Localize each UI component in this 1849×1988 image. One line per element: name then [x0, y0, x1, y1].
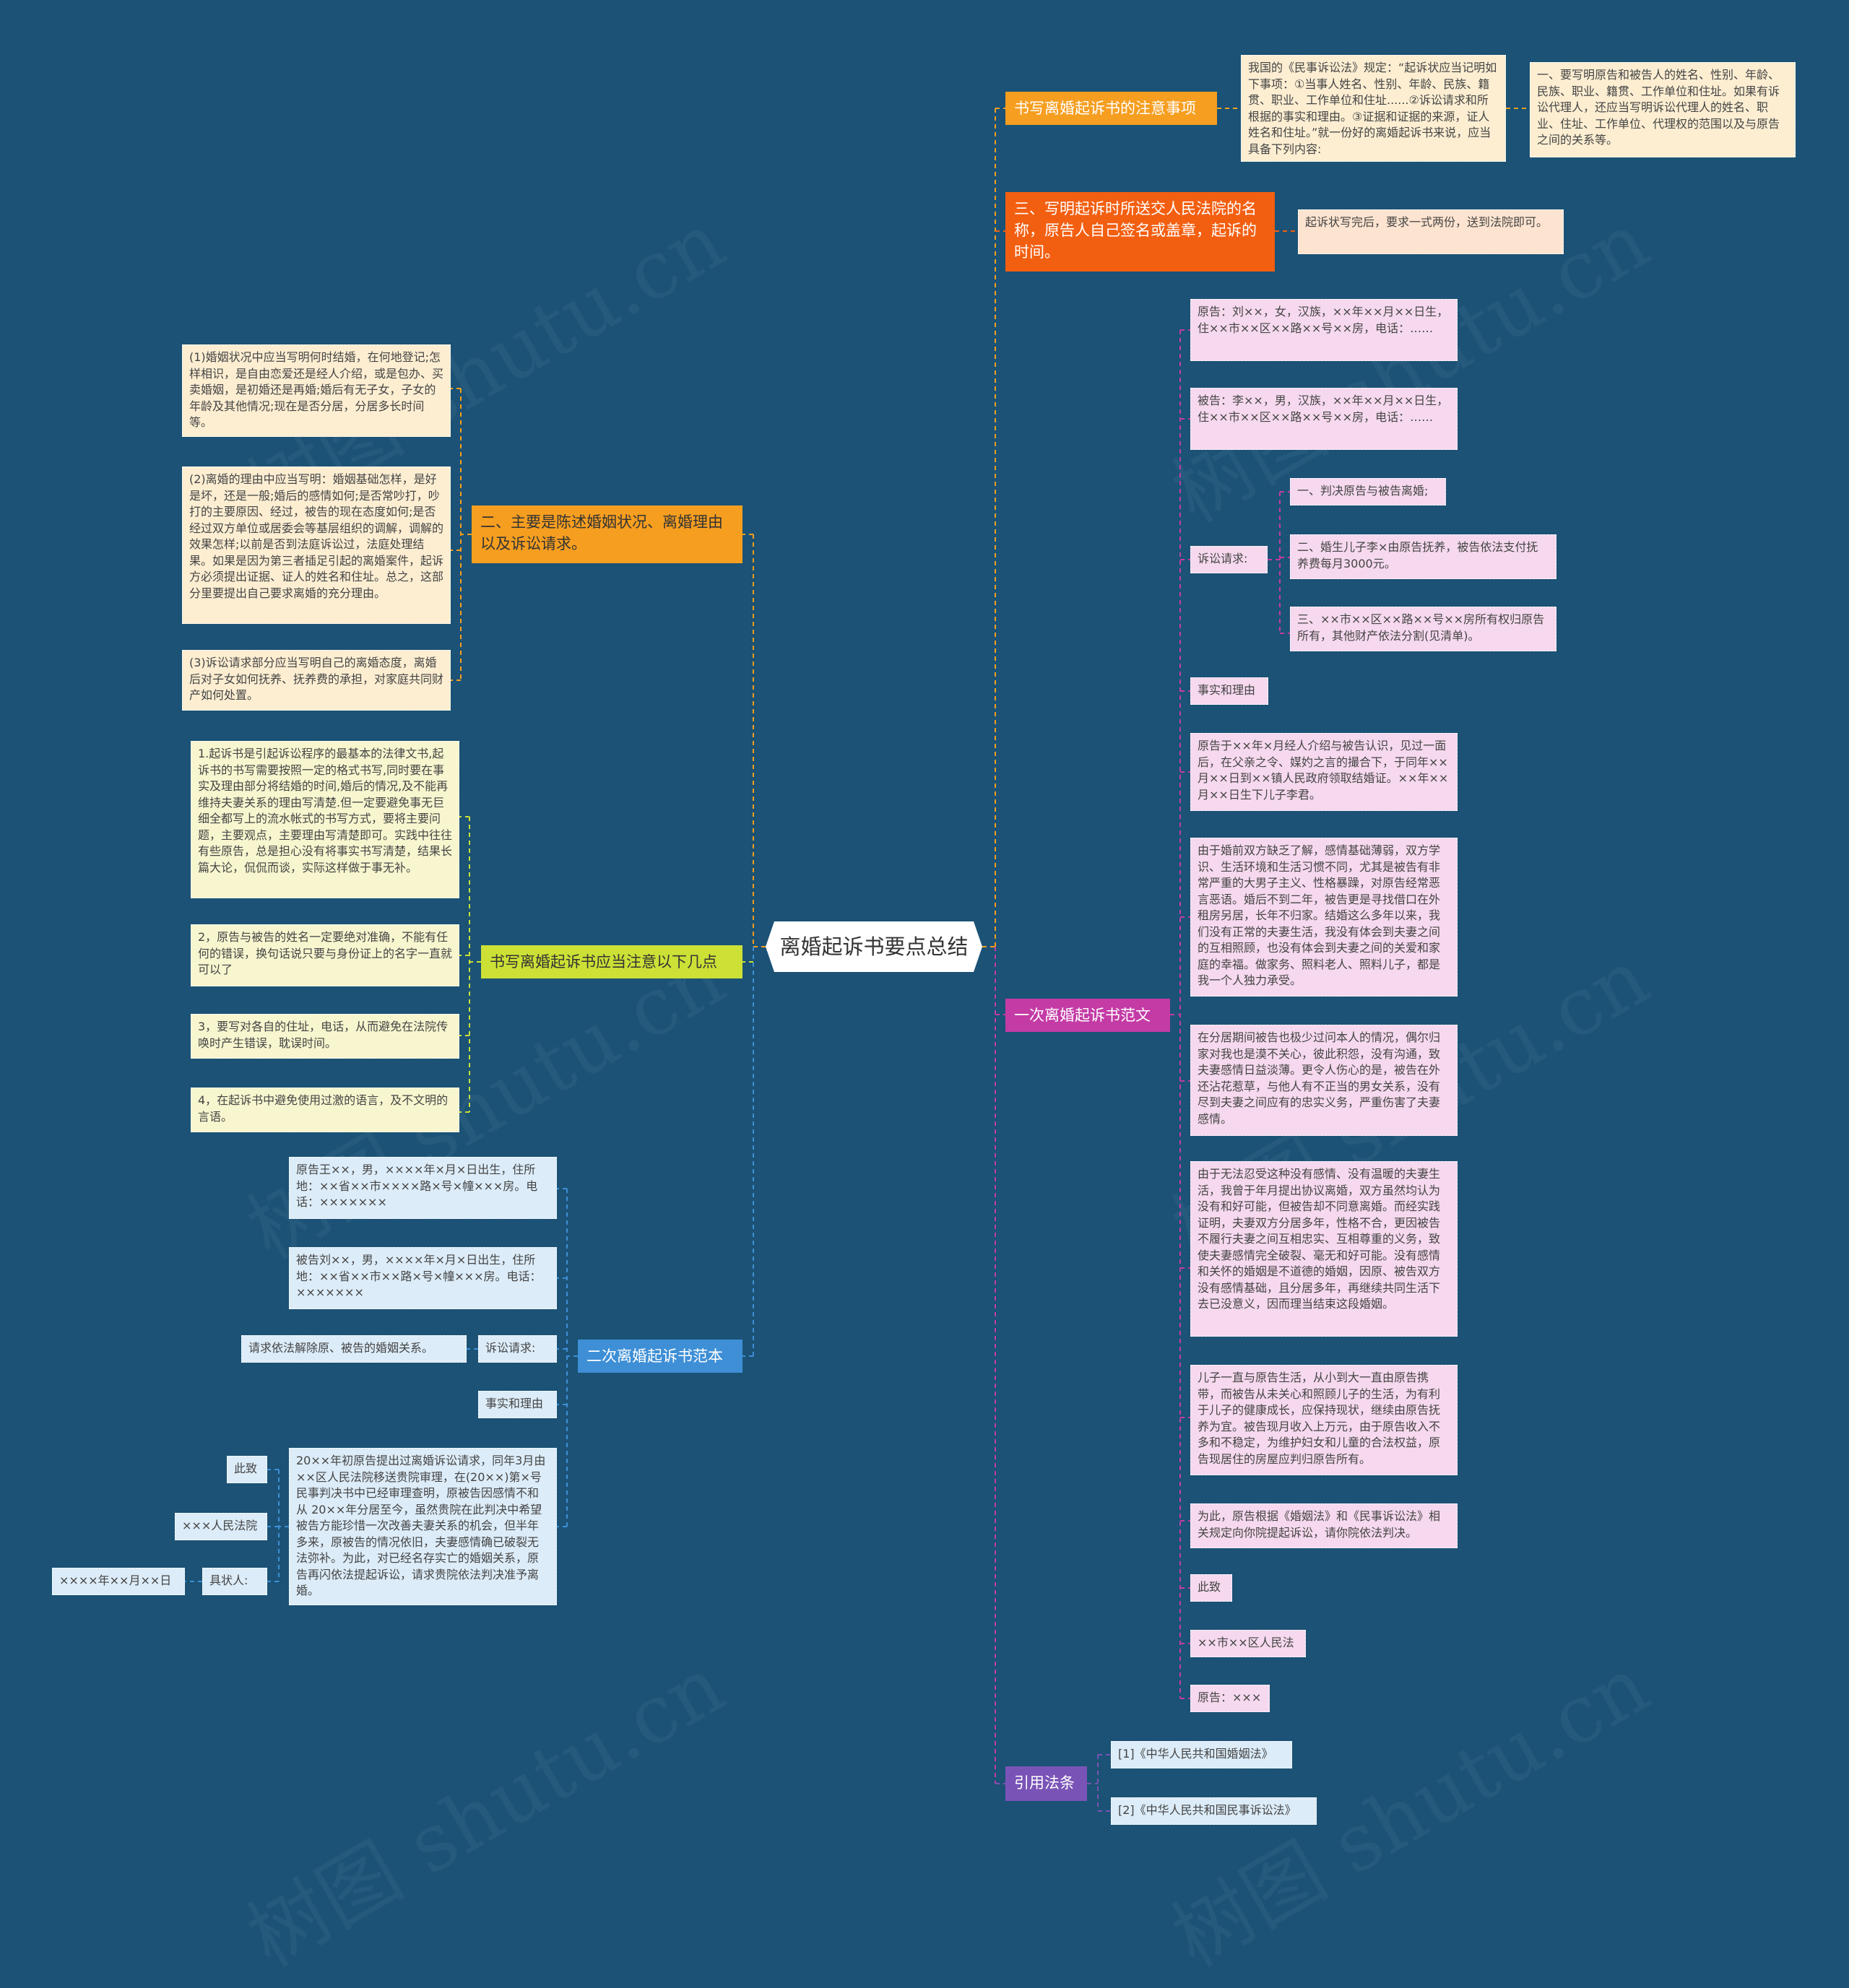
sample1-claim-3: 三、××市××区××路××号××房所有权归原告所有，其他财产依法分割(见清单)。 [1290, 607, 1556, 651]
sample1-fact-6: 为此，原告根据《婚姻法》和《民事诉讼法》相关规定向你院提起诉讼，请你院依法判决。 [1190, 1503, 1458, 1548]
sample2-defendant: 被告刘××，男，××××年×月×日出生，住所地：××省××市××路×号×幢×××… [289, 1247, 557, 1309]
sample2-plaintiff: 原告王××，男，××××年×月×日出生，住所地：××省××市××××路×号×幢×… [289, 1157, 557, 1219]
branch-sample-1[interactable]: 一次离婚起诉书范文 [1005, 999, 1170, 1032]
sample1-claim-1: 一、判决原告与被告离婚; [1290, 478, 1446, 505]
notice-point-1: 一、要写明原告和被告人的姓名、性别、年龄、民族、职业、籍贯、工作单位和住址。如果… [1530, 62, 1796, 157]
notice-intro: 我国的《民事诉讼法》规定：“起诉状应当记明如下事项：①当事人姓名、性别、年龄、民… [1241, 55, 1506, 162]
sample2-claims-label: 诉讼请求: [478, 1335, 557, 1363]
sample1-defendant: 被告：李××，男，汉族，××年××月××日生，住××市××区××路××号××房，… [1190, 388, 1458, 450]
sample1-fact-2: 由于婚前双方缺乏了解，感情基础薄弱，双方学识、生活环境和生活习惯不同，尤其是被告… [1190, 838, 1458, 997]
tips-item-3: 3，要写对各自的住址，电话，从而避免在法院传唤时产生错误，耽误时间。 [191, 1014, 459, 1059]
sample1-fact-5: 儿子一直与原告生活，从小到大一直由原告携带，而被告从未关心和照顾儿子的生活，为有… [1190, 1365, 1458, 1475]
sample1-signer: 原告：××× [1190, 1685, 1270, 1712]
court-note: 起诉状写完后，要求一式两份，送到法院即可。 [1298, 209, 1564, 254]
main-item-3: (3)诉讼请求部分应当写明自己的离婚态度，离婚后对子女如何抚养、抚养费的承担，对… [182, 650, 451, 711]
sample2-signer-label: 具状人: [202, 1568, 267, 1595]
main-item-1: (1)婚姻状况中应当写明何时结婚，在何地登记;怎样相识，是自由恋爱还是经人介绍，… [182, 344, 451, 437]
main-item-2: (2)离婚的理由中应当写明：婚姻基础怎样，是好是坏，还是一般;婚后的感情如何;是… [182, 466, 451, 624]
branch-law[interactable]: 引用法条 [1005, 1766, 1087, 1801]
sample1-fact-1: 原告于××年×月经人介绍与被告认识，见过一面后，在父亲之令、媒妁之言的撮合下，于… [1190, 733, 1458, 811]
sample1-plaintiff: 原告：刘××，女，汉族，××年××月××日生，住××市××区××路××号××房，… [1190, 299, 1458, 361]
sample1-facts-label: 事实和理由 [1190, 677, 1268, 705]
branch-notice[interactable]: 书写离婚起诉书的注意事项 [1005, 92, 1217, 125]
sample2-facts: 20××年初原告提出过离婚诉讼请求，同年3月由××区人民法院移送贵院审理，在(2… [289, 1448, 557, 1605]
tips-item-2: 2，原告与被告的姓名一定要绝对准确，不能有任何的错误，换句话说只要与身份证上的名… [191, 924, 459, 986]
sample1-claim-2: 二、婚生儿子李×由原告抚养，被告依法支付抚养费每月3000元。 [1290, 534, 1556, 579]
branch-court[interactable]: 三、写明起诉时所送交人民法院的名称，原告人自己签名或盖章，起诉的时间。 [1005, 192, 1275, 272]
watermark: 树图 shutu.cn [233, 1638, 740, 1984]
sample1-court-name: ××市××区人民法 [1190, 1630, 1306, 1657]
law-item-1: [1]《中华人民共和国婚姻法》 [1111, 1741, 1292, 1768]
sample1-claims-label: 诉讼请求: [1190, 546, 1268, 573]
sample1-fact-3: 在分居期间被告也极少过问本人的情况，偶尔归家对我也是漠不关心，彼此积怨，没有沟通… [1190, 1025, 1458, 1136]
sample1-closing: 此致 [1190, 1574, 1232, 1602]
sample1-fact-4: 由于无法忍受这种没有感情、没有温暖的夫妻生活，我曾于年月提出协议离婚，双方虽然均… [1190, 1161, 1458, 1337]
sample2-closing: 此致 [227, 1456, 267, 1483]
tips-item-1: 1.起诉书是引起诉讼程序的最基本的法律文书,起诉书的书写需要按照一定的格式书写,… [191, 741, 459, 898]
tips-item-4: 4，在起诉书中避免使用过激的语言，及不文明的言语。 [191, 1088, 459, 1132]
sample2-facts-label: 事实和理由 [478, 1391, 557, 1418]
branch-main-content[interactable]: 二、主要是陈述婚姻状况、离婚理由以及诉讼请求。 [472, 505, 742, 563]
sample2-court-name: ×××人民法院 [175, 1513, 267, 1540]
law-item-2: [2]《中华人民共和国民事诉讼法》 [1111, 1797, 1317, 1825]
sample2-date: ××××年××月××日 [52, 1568, 185, 1595]
branch-sample-2[interactable]: 二次离婚起诉书范本 [578, 1340, 742, 1373]
root-topic[interactable]: 离婚起诉书要点总结 [766, 921, 982, 972]
sample2-claim: 请求依法解除原、被告的婚姻关系。 [241, 1335, 467, 1363]
branch-tips[interactable]: 书写离婚起诉书应当注意以下几点 [481, 945, 742, 978]
